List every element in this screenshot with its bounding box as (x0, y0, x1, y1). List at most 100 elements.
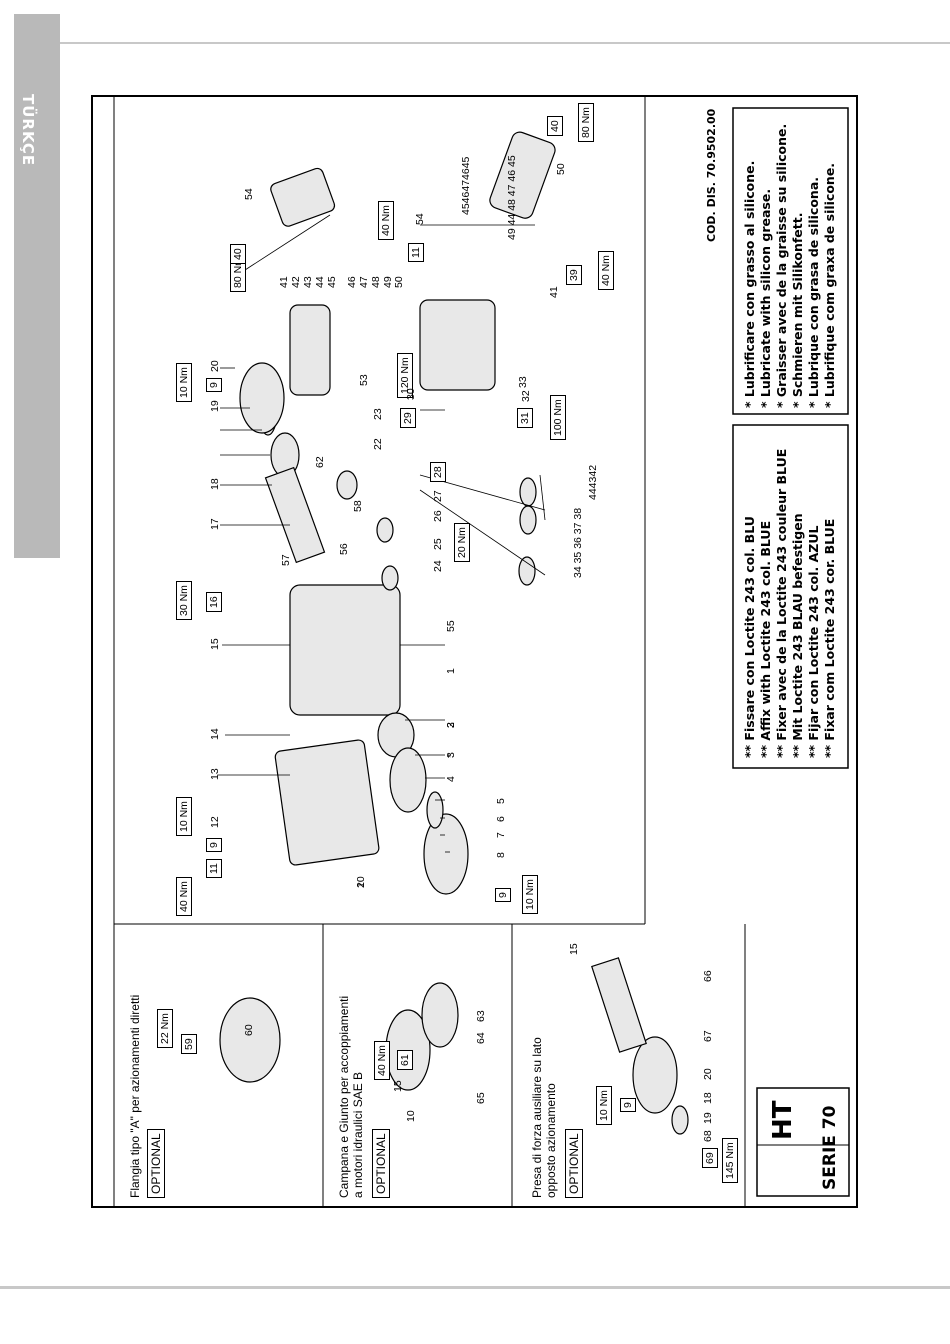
valve-cover-41 (489, 131, 556, 219)
manifold-cover (289, 304, 331, 396)
torque-callout: 100 Nm (550, 395, 566, 440)
optional-3-caption-2: opposto azionamento (544, 1083, 558, 1198)
loctite-note: ** Fissare con Loctite 243 col. BLU (742, 516, 757, 758)
part-label: 40 (230, 244, 246, 264)
part-number: 3 (445, 722, 457, 728)
grease-note-box (732, 107, 849, 415)
part-number: 65 (475, 1092, 487, 1104)
part-callout: 11 (206, 859, 222, 878)
part-number: 20 (702, 1068, 714, 1080)
part-number: 54 (243, 188, 255, 200)
part-number: 48 (370, 276, 382, 288)
loctite-note: ** Fixar com Loctite 243 cor. BLUE (822, 518, 837, 758)
drawing-frame (91, 95, 858, 1208)
part-number-group: 41 (548, 286, 560, 298)
part-number: 33 (517, 376, 529, 388)
part-number: 42 (290, 276, 302, 288)
loctite-note: ** Fixer avec de la Loctite 243 couleur … (774, 448, 789, 758)
part-label: 39 (566, 265, 582, 285)
torque-label: 10 Nm (176, 363, 192, 402)
part-number: 68 (702, 1130, 714, 1142)
part-number: 53 (358, 374, 370, 386)
torque-callout: 30 Nm (176, 581, 192, 620)
part-number: 12 (209, 816, 221, 828)
part-number: 20 (209, 360, 221, 372)
torque-label: 20 Nm (454, 523, 470, 562)
part-number: 57 (280, 554, 292, 566)
part-label: 11 (408, 243, 424, 262)
part-number: 27 (432, 490, 444, 502)
part-number: 23 (372, 408, 384, 420)
optional-3-torque-b: 145 Nm (722, 1138, 738, 1183)
crankcase-body (289, 584, 401, 716)
crankcase-cover (274, 739, 380, 866)
loctite-note: ** Affix with Loctite 243 col. BLUE (758, 520, 773, 758)
part-label: 11 (206, 859, 222, 878)
part-number-group: 49 44 48 47 46 45 (506, 155, 518, 240)
part-callout: 9 (206, 378, 222, 392)
torque-label: 100 Nm (550, 395, 566, 440)
part-number: 55 (445, 620, 457, 632)
torque-label: 80 Nm (578, 103, 594, 142)
seal-37 (519, 477, 537, 507)
part-number: 22 (372, 438, 384, 450)
optional-1-tag: OPTIONAL (147, 1129, 165, 1198)
pto-ring-67 (671, 1105, 689, 1135)
coupling-62 (421, 982, 459, 1048)
part-number: 6 (495, 816, 507, 822)
part-callout: 31 (517, 408, 533, 428)
language-tab[interactable]: TÜRKÇE (14, 14, 60, 558)
part-callout: 40 (547, 116, 563, 136)
grease-marker: 444342 (587, 464, 599, 500)
part-number: * (445, 753, 457, 758)
torque-callout: 80 Nm (578, 103, 594, 142)
optional-2-tag-label: OPTIONAL (372, 1129, 390, 1198)
optional-2-caption-1: Campana e Giunto per accoppiamenti (337, 995, 351, 1198)
torque-callout: 40 Nm (598, 251, 614, 290)
torque-callout: 10 Nm (176, 363, 192, 402)
part-callout: 11 (408, 243, 424, 262)
loctite-note: ** Fijar con Loctite 243 col. AZUL (806, 525, 821, 758)
part-number: 15 (568, 943, 580, 955)
part-number: 25 (432, 538, 444, 550)
piston-26 (376, 517, 394, 543)
part-number: 24 (432, 560, 444, 572)
optional-2-torque-label: 40 Nm (374, 1041, 390, 1080)
loctite-note-box (732, 424, 849, 769)
part-label: 31 (517, 408, 533, 428)
crankshaft-17 (264, 466, 326, 564)
flange-19 (239, 362, 285, 434)
part-number: 64 (475, 1032, 487, 1044)
model-code: HT (768, 1100, 798, 1141)
plunger-22 (336, 470, 358, 500)
part-number: 1 (445, 668, 457, 674)
optional-2-caption-2: a motori idraulici SAE B (351, 1071, 365, 1198)
seal-35 (519, 505, 537, 535)
part-number: 15 (209, 638, 221, 650)
part-number: 4 (445, 776, 457, 782)
part-label: 28 (430, 462, 446, 482)
pto-shaft-65 (591, 957, 647, 1053)
drawing-code: COD. DIS. 70.9502.00 (705, 108, 718, 242)
part-label: 9 (206, 378, 222, 392)
torque-callout: 10 Nm (176, 797, 192, 836)
part-callout: 16 (206, 592, 222, 612)
flange-8 (423, 813, 469, 895)
optional-3-tag: OPTIONAL (565, 1129, 583, 1198)
part-number: 14 (209, 728, 221, 740)
part-number: 62 (314, 456, 326, 468)
part-number: 63 (475, 1010, 487, 1022)
optional-3-torque-a-label: 10 Nm (596, 1086, 612, 1125)
part-number: 67 (702, 1030, 714, 1042)
part-number: 43 (302, 276, 314, 288)
part-label: 40 (547, 116, 563, 136)
part-number-group: 4546474645 (460, 156, 472, 215)
torque-label: 40 Nm (378, 201, 394, 240)
optional-1-torque-label: 22 Nm (157, 1009, 173, 1048)
part-callout: 28 (430, 462, 446, 482)
torque-callout: 40 Nm (378, 201, 394, 240)
part-number: 30 (405, 388, 417, 400)
part-number: 5 (495, 798, 507, 804)
torque-label: 40 Nm (176, 877, 192, 916)
